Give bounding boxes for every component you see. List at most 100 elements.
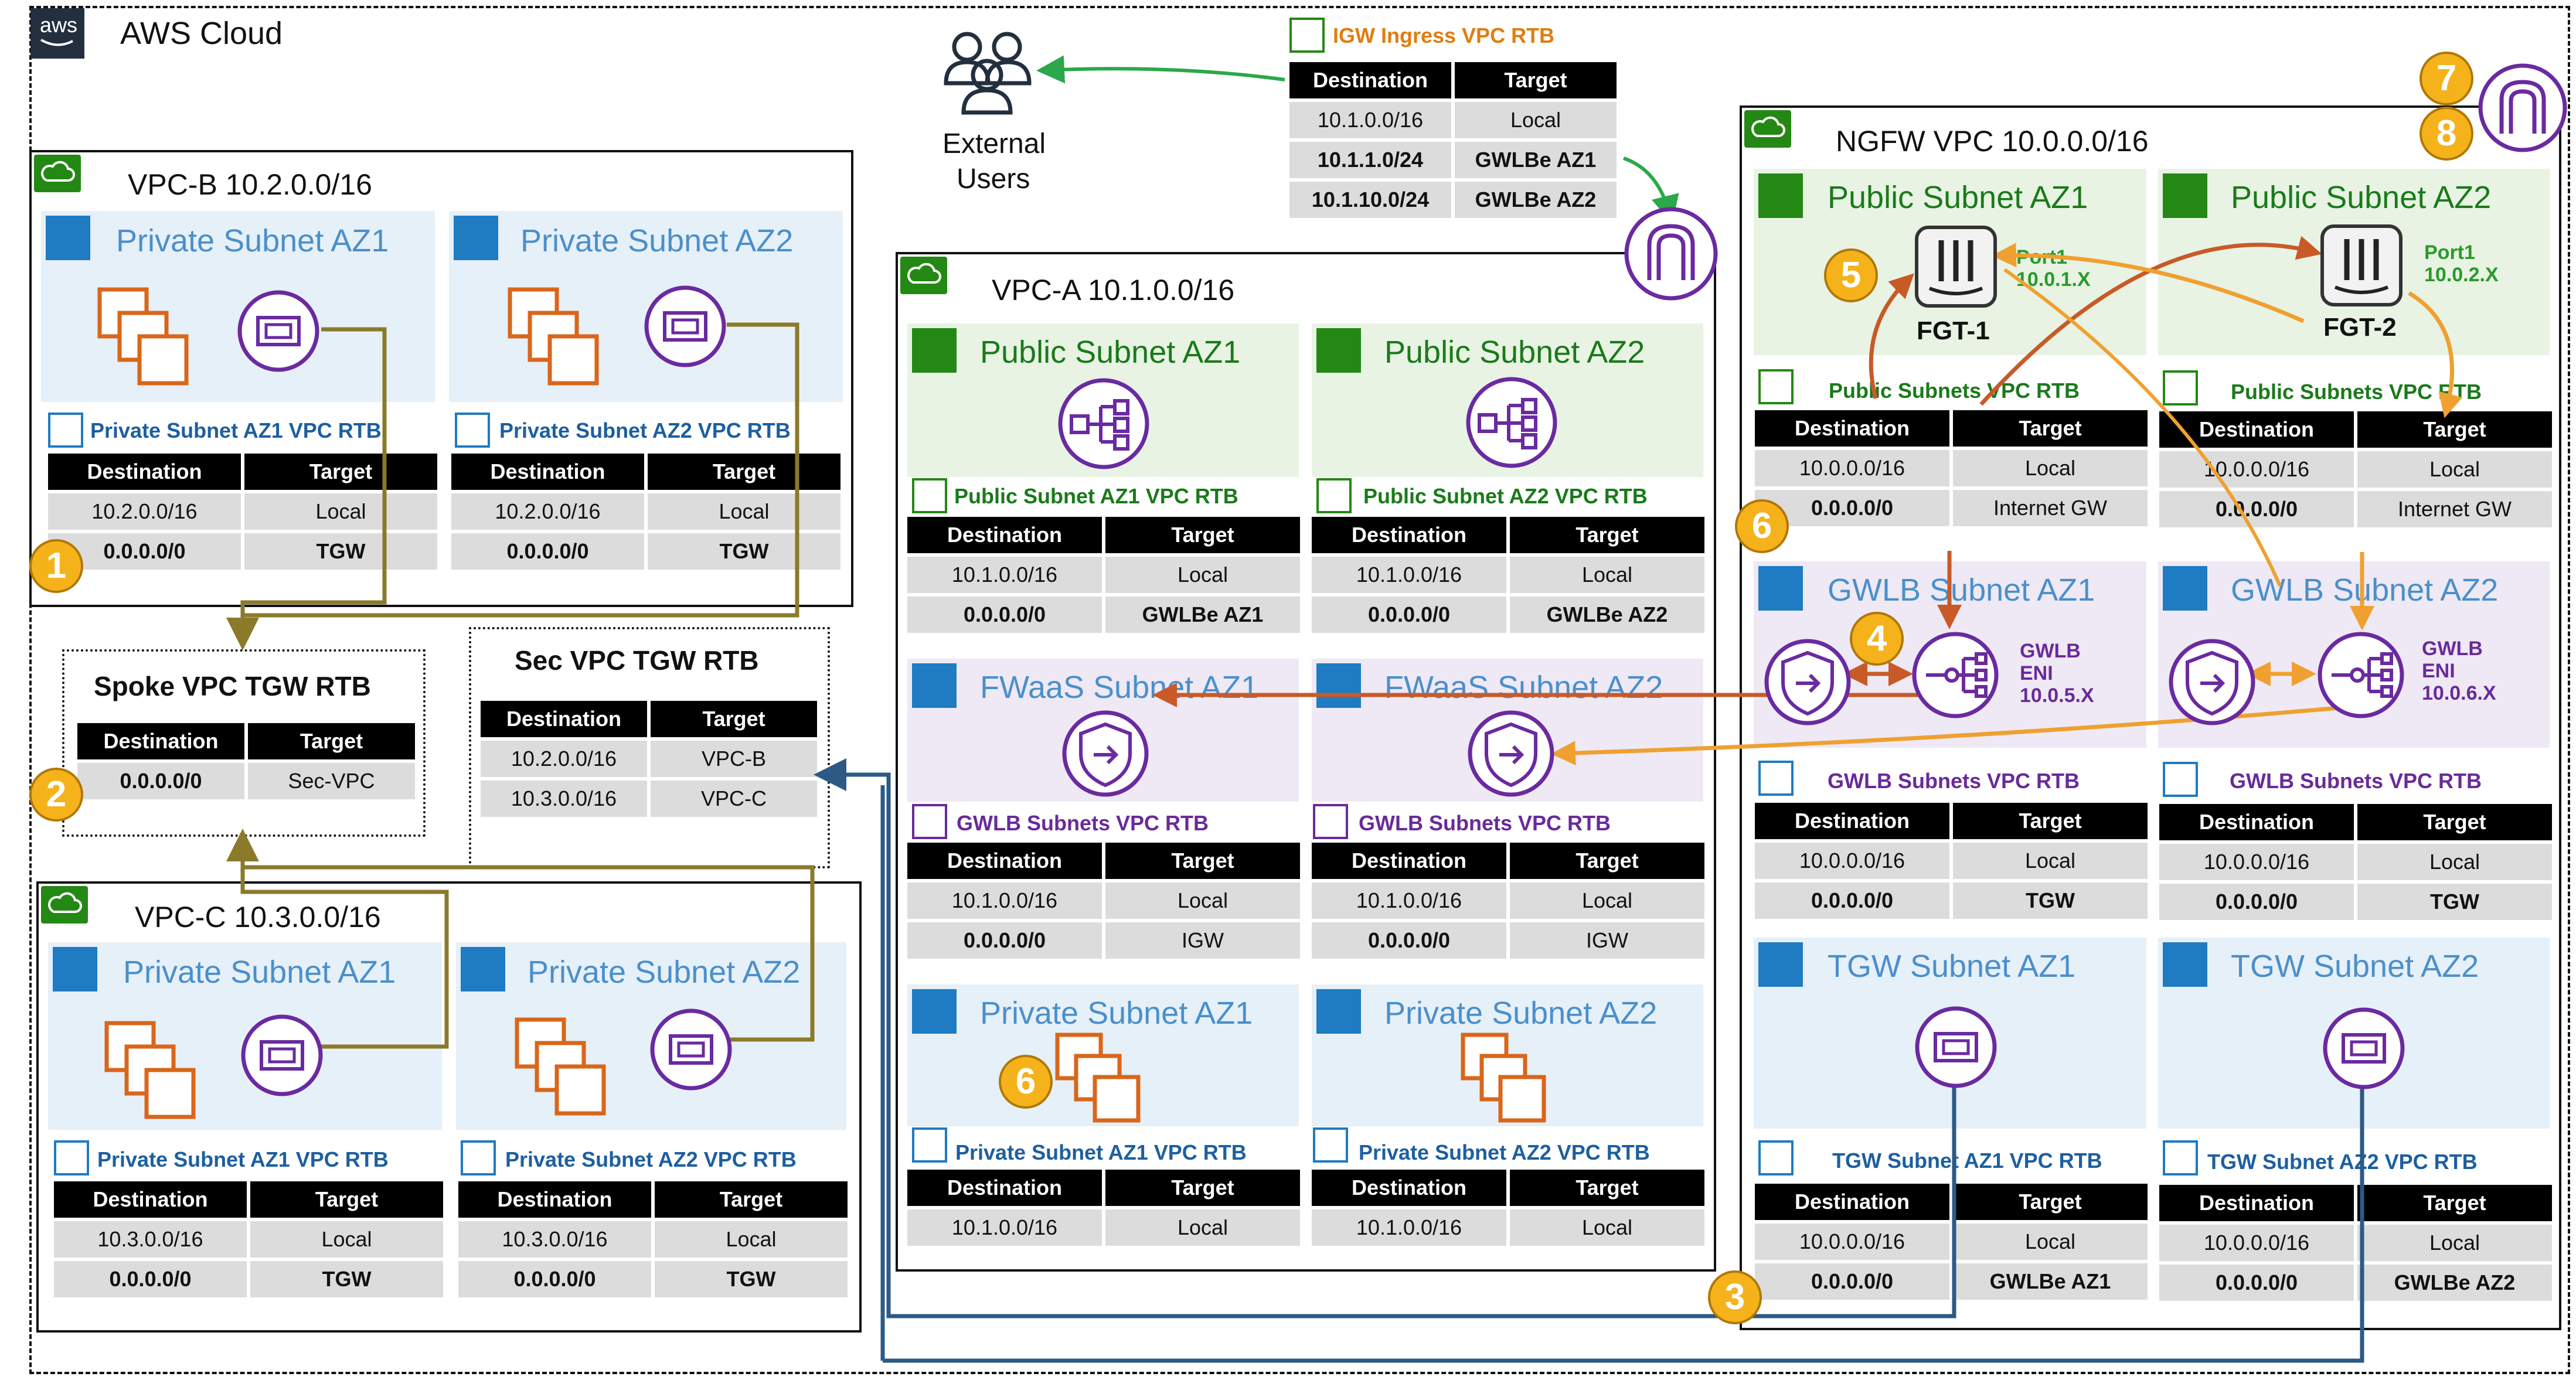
rtb-title: Private Subnet AZ2 VPC RTB bbox=[1359, 1140, 1650, 1164]
lock-icon bbox=[2163, 942, 2207, 987]
vpc-cloud-icon bbox=[900, 257, 947, 294]
destination-header: Destination bbox=[1312, 843, 1506, 879]
eni-line: ENI bbox=[2422, 660, 2455, 682]
destination-cell: 10.1.0.0/16 bbox=[1312, 1209, 1506, 1246]
destination-cell: 0.0.0.0/0 bbox=[458, 1261, 651, 1297]
destination-cell: 10.1.0.0/16 bbox=[1312, 557, 1506, 593]
target-cell: TGW bbox=[648, 533, 840, 570]
conn-tgw-az2-to-sec bbox=[883, 1089, 2364, 1363]
target-cell: Internet GW bbox=[2357, 491, 2552, 527]
gwlb-icon bbox=[1912, 632, 1999, 718]
destination-cell: 10.3.0.0/16 bbox=[481, 781, 647, 817]
lock-icon bbox=[912, 989, 957, 1034]
external-users-line2: Users bbox=[957, 163, 1030, 195]
load-balancer-icon bbox=[1058, 378, 1149, 469]
target-cell: Local bbox=[2357, 844, 2552, 880]
target-cell: Local bbox=[1953, 1224, 2148, 1260]
destination-cell: 0.0.0.0/0 bbox=[1312, 922, 1506, 959]
subnet-title: Public Subnet AZ2 bbox=[2231, 180, 2492, 215]
subnet-title: Private Subnet AZ2 bbox=[1384, 996, 1658, 1031]
internet-gateway-icon bbox=[1624, 207, 1718, 301]
step-badge-2: 2 bbox=[29, 768, 83, 822]
instances-icon bbox=[104, 1021, 196, 1119]
conn-vpcc-az2-to-spoke bbox=[240, 844, 815, 1042]
gwlb-icon bbox=[2318, 632, 2404, 718]
gwlb-endpoint-icon bbox=[1062, 710, 1149, 797]
destination-cell: 10.1.0.0/16 bbox=[907, 557, 1102, 593]
instances-icon bbox=[1461, 1033, 1546, 1123]
vpc-b bbox=[29, 150, 853, 607]
destination-header: Destination bbox=[1312, 1170, 1506, 1206]
lock-icon bbox=[54, 1140, 89, 1175]
gwlb-endpoint-icon bbox=[2169, 639, 2255, 725]
destination-header: Destination bbox=[2159, 804, 2354, 840]
target-cell: Local bbox=[1105, 882, 1300, 919]
vpc-cloud-icon bbox=[34, 155, 81, 192]
destination-cell: 0.0.0.0/0 bbox=[77, 763, 244, 799]
conn-vpcb-az2-to-spoke bbox=[240, 322, 799, 642]
target-cell: Local bbox=[1455, 102, 1617, 138]
arrow-igw-to-users bbox=[1036, 55, 1285, 84]
destination-cell: 0.0.0.0/0 bbox=[1755, 882, 1949, 919]
rtb-title: Private Subnet AZ2 VPC RTB bbox=[505, 1147, 797, 1171]
vpc-cloud-icon bbox=[41, 886, 88, 924]
target-header: Target bbox=[1953, 1184, 2148, 1220]
lock-icon bbox=[1316, 478, 1352, 513]
conn-vpcc-az1-to-spoke bbox=[226, 829, 449, 1049]
ngfw-vpc bbox=[1740, 105, 2561, 1330]
target-cell: Local bbox=[1105, 1209, 1300, 1246]
destination-cell: 10.1.0.0/16 bbox=[907, 882, 1102, 919]
vpc-c bbox=[36, 881, 862, 1333]
rtb-title: TGW Subnet AZ2 VPC RTB bbox=[2207, 1150, 2478, 1174]
subnet-title: Private Subnet AZ2 bbox=[520, 223, 794, 258]
aws-cloud-boundary bbox=[29, 6, 2570, 1374]
subnet-title: Public Subnet AZ1 bbox=[1828, 180, 2088, 215]
target-cell: GWLBe AZ2 bbox=[2357, 1265, 2552, 1301]
rtb-title: TGW Subnet AZ1 VPC RTB bbox=[1832, 1149, 2102, 1173]
instances-icon bbox=[515, 1017, 606, 1116]
vpc-cloud-icon bbox=[1744, 110, 1791, 148]
target-cell: Sec-VPC bbox=[248, 763, 415, 799]
eni-line: GWLB bbox=[2020, 640, 2081, 662]
subnet-title: Private Subnet AZ1 bbox=[116, 223, 389, 258]
target-header: Target bbox=[1953, 410, 2148, 447]
target-cell: GWLBe AZ2 bbox=[1510, 597, 1704, 633]
lock-icon bbox=[1758, 173, 1803, 218]
subnet-title: TGW Subnet AZ1 bbox=[1828, 949, 2076, 984]
internet-gateway-icon bbox=[2478, 63, 2567, 152]
lock-icon bbox=[2163, 370, 2198, 406]
target-header: Target bbox=[655, 1181, 848, 1218]
target-cell: GWLBe AZ1 bbox=[1455, 142, 1617, 178]
lock-icon bbox=[46, 216, 90, 260]
destination-header: Destination bbox=[1312, 517, 1506, 553]
gwlb-endpoint-icon bbox=[1468, 710, 1554, 797]
step-badge-5: 5 bbox=[1824, 248, 1878, 302]
step-badge-1: 1 bbox=[29, 539, 83, 593]
target-cell: TGW bbox=[2357, 884, 2552, 920]
instances-icon bbox=[1055, 1033, 1141, 1123]
target-cell: Local bbox=[1510, 1209, 1704, 1246]
conn-vpcb-az1-to-spoke bbox=[226, 327, 387, 650]
destination-cell: 10.2.0.0/16 bbox=[451, 493, 644, 530]
step-badge-4: 4 bbox=[1850, 612, 1904, 666]
vpc-a-title: VPC-A 10.1.0.0/16 bbox=[992, 274, 1235, 306]
lock-icon bbox=[1316, 663, 1361, 708]
lock-icon bbox=[1758, 761, 1794, 796]
